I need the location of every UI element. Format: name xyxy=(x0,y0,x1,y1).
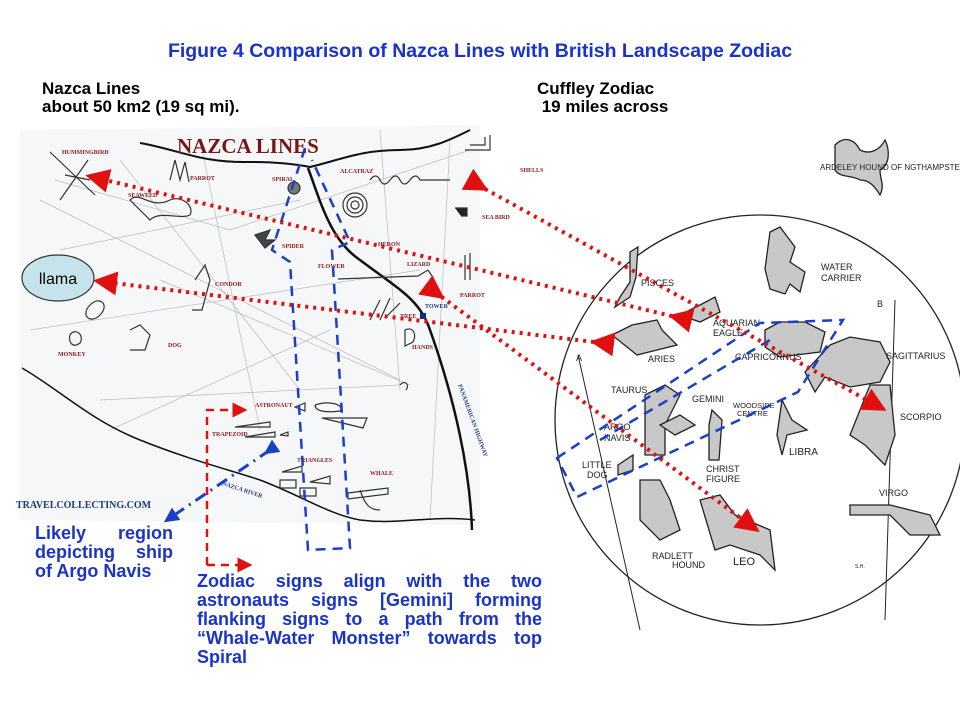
label-parrot: PARROT xyxy=(190,176,215,182)
label-whale: WHALE xyxy=(370,471,393,477)
label-libra: LIBRA xyxy=(789,447,818,458)
travelcollecting-credit: TRAVELCOLLECTING.COM xyxy=(16,500,152,511)
label-little: LITTLE xyxy=(582,460,612,470)
label-shells: SHELLS xyxy=(520,168,544,174)
label-sagittarius: SAGITTARIUS xyxy=(886,351,945,361)
label-taurus: TAURUS xyxy=(611,385,647,395)
label-scorpio: SCORPIO xyxy=(900,412,942,422)
cuffley-heading-title: Cuffley Zodiac xyxy=(537,79,655,98)
label-dog: DOG xyxy=(587,470,608,480)
label-astronaut: ASTRONAUT xyxy=(255,403,293,409)
label-parrot-2: PARROT xyxy=(460,293,485,299)
astronaut-bracket-top xyxy=(205,402,248,565)
label-hound-1: ARDELEY HOUND OF NGTHAMPSTEAD ZODIAC xyxy=(820,163,960,172)
map-background xyxy=(20,125,480,525)
label-water: WATER xyxy=(821,262,853,272)
nazca-heading-area: about 50 km2 (19 sq mi). xyxy=(42,97,240,116)
monkey-figure xyxy=(68,331,82,346)
trapezoid-figures xyxy=(234,417,368,438)
llama-callout: llama xyxy=(21,254,95,302)
arrow-parrot-leo xyxy=(418,275,760,533)
argo-navis-pointer xyxy=(163,439,281,523)
label-spider: SPIDER xyxy=(282,244,305,250)
label-condor: CONDOR xyxy=(215,282,242,288)
label-triangles: TRIANGLES xyxy=(297,458,333,464)
cuffley-heading: Cuffley Zodiac 19 miles across xyxy=(537,80,668,116)
label-figure: FIGURE xyxy=(706,474,740,484)
label-seaweed: SEAWEED xyxy=(128,193,158,199)
christ-figure xyxy=(708,408,723,461)
label-aquarian: AQUARIAN xyxy=(713,318,760,328)
arrow-shells-scorpio xyxy=(461,168,887,411)
label-dog: DOG xyxy=(168,343,182,349)
label-signature: S.H. xyxy=(855,564,865,570)
label-tower: TOWER xyxy=(425,304,449,310)
label-monkey: MONKEY xyxy=(58,352,86,358)
nazca-heading: Nazca Lines about 50 km2 (19 sq mi). xyxy=(42,80,239,116)
label-hands: HANDS xyxy=(412,345,434,351)
label-alcatraz: ALCATRAZ xyxy=(340,169,373,175)
nazca-heading-title: Nazca Lines xyxy=(42,79,141,98)
llama-ellipse xyxy=(21,254,95,302)
argo-navis-note: Likely region depicting ship of Argo Nav… xyxy=(35,523,173,581)
tower-marker xyxy=(420,313,426,319)
label-lizard: LIZARD xyxy=(407,262,431,268)
label-a: A xyxy=(576,353,582,363)
label-leo: LEO xyxy=(733,556,755,568)
zodiac-alignment-note: Zodiac signs align with the two astronau… xyxy=(197,571,542,667)
shells-figure xyxy=(465,135,491,151)
road-top xyxy=(139,129,471,169)
figure-title: Figure 4 Comparison of Nazca Lines with … xyxy=(167,40,793,62)
label-sea-bird: SEA BIRD xyxy=(482,215,511,221)
virgo-figure xyxy=(849,504,942,536)
label-virgo: VIRGO xyxy=(879,488,908,498)
label-gemini: GEMINI xyxy=(692,394,724,404)
label-b: B xyxy=(877,299,883,309)
cuffley-heading-size: 19 miles across xyxy=(537,97,669,116)
label-flower: FLOWER xyxy=(318,264,345,270)
libra-figure xyxy=(776,397,809,456)
label-carrier: CARRIER xyxy=(821,273,862,283)
label-hummingbird: HUMMINGBIRD xyxy=(62,150,109,156)
label-radlett: RADLETT xyxy=(652,551,694,561)
triangles-figures xyxy=(279,465,331,497)
heron-figure xyxy=(399,381,409,391)
cuffley-zodiac-map: ARDELEY HOUND OF NGTHAMPSTEAD ZODIAC WAT… xyxy=(554,138,960,631)
label-hound: HOUND xyxy=(672,560,705,570)
label-capricornus: CAPRICORNUS xyxy=(735,352,802,362)
llama-label: llama xyxy=(39,271,77,288)
arrow-llama-aries xyxy=(93,271,616,357)
label-spiral: SPIRAL xyxy=(272,177,294,183)
nazca-map-title: NAZCA LINES xyxy=(177,134,319,158)
label-trapezoid: TRAPEZOID xyxy=(212,432,248,438)
label-aries: ARIES xyxy=(648,354,675,364)
label-christ: CHRIST xyxy=(706,464,740,474)
